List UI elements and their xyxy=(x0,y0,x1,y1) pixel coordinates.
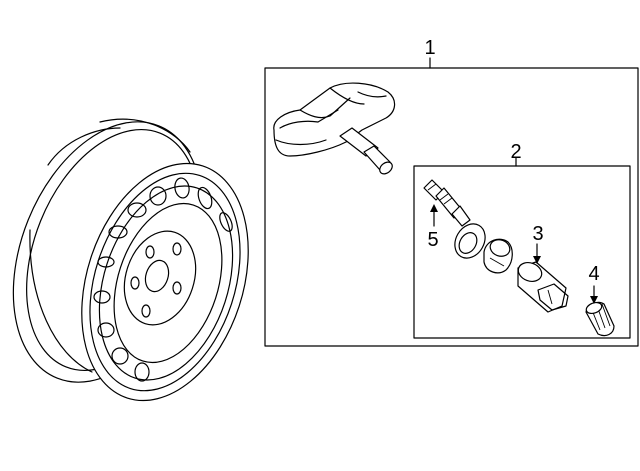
wheel-lug-holes xyxy=(130,242,182,318)
grommet-ring xyxy=(454,223,486,259)
valve-stem xyxy=(423,179,471,227)
callout-1: 1 xyxy=(424,37,435,59)
wheel-vent-holes xyxy=(93,177,233,382)
tpms-sensor xyxy=(273,82,396,175)
callout-5: 5 xyxy=(427,229,438,251)
callout-2: 2 xyxy=(510,141,521,163)
valve-cap xyxy=(585,301,615,337)
callout-3: 3 xyxy=(532,223,543,245)
washer xyxy=(483,238,513,274)
callout-4: 4 xyxy=(588,263,599,285)
valve-kit-group: 2 xyxy=(413,141,631,339)
steel-wheel xyxy=(12,118,249,402)
valve-nut xyxy=(517,261,569,313)
sensor-assembly-group: 1 xyxy=(264,37,639,347)
